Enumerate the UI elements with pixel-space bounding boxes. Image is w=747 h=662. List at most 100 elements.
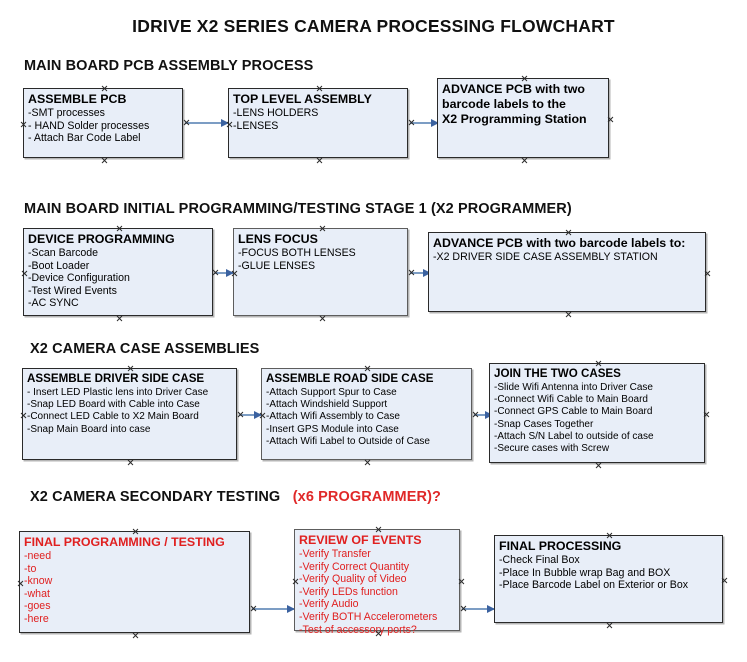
node-header: FINAL PROGRAMMING / TESTING <box>24 535 225 549</box>
node-item: -Verify Quality of Video <box>299 573 407 586</box>
node-item: -Verify LEDs function <box>299 585 398 598</box>
section-heading-main-board-pcb-assembly-process: MAIN BOARD PCB ASSEMBLY PROCESS <box>24 58 313 74</box>
node-lens-focus[interactable]: LENS FOCUS -FOCUS BOTH LENSES -GLUE LENS… <box>233 228 408 316</box>
selection-handle[interactable] <box>565 311 572 318</box>
selection-handle[interactable] <box>607 116 614 123</box>
node-item: -goes <box>24 600 51 613</box>
arrow-head-icon <box>221 118 229 127</box>
node-item: -Attach Windshield Support <box>266 399 388 411</box>
node-top-level-assembly[interactable]: TOP LEVEL ASSEMBLY -LENS HOLDERS -LENSES <box>228 88 408 158</box>
arrow-head-icon <box>423 268 431 277</box>
node-item: -Attach Wifi Assembly to Case <box>266 411 400 423</box>
connector-review-of-events-to-final-processing <box>462 604 495 613</box>
node-final-programming-testing[interactable]: FINAL PROGRAMMING / TESTING -need -to -k… <box>19 531 250 633</box>
selection-handle[interactable] <box>20 412 27 419</box>
node-item-overflow: -Test of accessory ports? <box>299 623 417 636</box>
selection-handle[interactable] <box>127 365 134 372</box>
node-item: -AC SYNC <box>28 297 79 310</box>
selection-handle[interactable] <box>319 315 326 322</box>
section-heading-text: MAIN BOARD PCB ASSEMBLY PROCESS <box>24 58 314 74</box>
selection-handle[interactable] <box>606 622 613 629</box>
node-advance-pcb-driver-side-case[interactable]: ADVANCE PCB with two barcode labels to: … <box>428 232 706 312</box>
selection-handle[interactable] <box>721 577 728 584</box>
node-header: LENS FOCUS <box>238 232 318 246</box>
connector-driver-side-to-road-side <box>239 410 262 419</box>
node-item: -LENS HOLDERS <box>233 107 319 119</box>
section-heading-suffix: (x6 PROGRAMMER)? <box>292 489 441 505</box>
selection-handle[interactable] <box>116 225 123 232</box>
node-item: barcode labels to the <box>442 97 566 111</box>
selection-handle[interactable] <box>21 270 28 277</box>
selection-handle[interactable] <box>364 459 371 466</box>
connector-assemble-pcb-to-top-level-assembly <box>185 118 229 127</box>
node-item: -SMT processes <box>28 107 105 119</box>
section-heading-text: X2 CAMERA CASE ASSEMBLIES <box>30 341 260 357</box>
selection-handle[interactable] <box>606 532 613 539</box>
selection-handle[interactable] <box>316 157 323 164</box>
selection-handle[interactable] <box>101 157 108 164</box>
selection-handle[interactable] <box>458 578 465 585</box>
selection-handle[interactable] <box>127 459 134 466</box>
node-item: -need <box>24 550 52 562</box>
node-header: DEVICE PROGRAMMING <box>28 232 175 246</box>
selection-handle[interactable] <box>101 85 108 92</box>
node-item: -LENSES <box>233 119 279 132</box>
node-item: -Place In Bubble wrap Bag and BOX <box>499 566 671 579</box>
connector-device-programming-to-lens-focus <box>215 268 234 277</box>
node-item: -Insert GPS Module into Case <box>266 423 399 435</box>
selection-handle[interactable] <box>132 528 139 535</box>
node-item: -Snap Main Board into case <box>27 423 151 435</box>
node-device-programming[interactable]: DEVICE PROGRAMMING -Scan Barcode -Boot L… <box>23 228 213 316</box>
node-item: -Verify Transfer <box>299 548 371 560</box>
selection-handle[interactable] <box>316 85 323 92</box>
node-item: -Boot Loader <box>28 259 90 272</box>
node-header: FINAL PROCESSING <box>499 539 622 553</box>
node-header: ASSEMBLE DRIVER SIDE CASE <box>27 372 205 385</box>
node-item: -Attach Support Spur to Case <box>266 387 397 398</box>
selection-handle[interactable] <box>375 526 382 533</box>
selection-handle[interactable] <box>521 75 528 82</box>
node-assemble-pcb[interactable]: ASSEMBLE PCB -SMT processes - HAND Solde… <box>23 88 183 158</box>
node-item: -Secure cases with Screw <box>494 443 610 455</box>
node-item: -Connect GPS Cable to Main Board <box>494 406 653 418</box>
selection-handle[interactable] <box>521 157 528 164</box>
section-heading-text: MAIN BOARD INITIAL PROGRAMMING/TESTING S… <box>24 201 572 217</box>
selection-handle[interactable] <box>595 360 602 367</box>
node-item: X2 Programming Station <box>442 112 587 126</box>
selection-handle[interactable] <box>20 121 27 128</box>
section-heading-main-board-initial-programming-testing-stage-1: MAIN BOARD INITIAL PROGRAMMING/TESTING S… <box>24 201 572 217</box>
node-advance-pcb-programming-station[interactable]: ADVANCE PCB with two barcode labels to t… <box>437 78 609 158</box>
selection-handle[interactable] <box>364 365 371 372</box>
selection-handle[interactable] <box>17 580 24 587</box>
node-header: JOIN THE TWO CASES <box>494 367 621 380</box>
node-join-the-two-cases[interactable]: JOIN THE TWO CASES -Slide Wifi Antenna i… <box>489 363 705 463</box>
node-item: -Attach S/N Label to outside of case <box>494 430 654 442</box>
node-item: -to <box>24 562 37 575</box>
section-heading-text: X2 CAMERA SECONDARY TESTING <box>30 489 281 505</box>
node-header: ADVANCE PCB with two <box>442 82 585 96</box>
selection-handle[interactable] <box>704 270 711 277</box>
node-review-of-events[interactable]: REVIEW OF EVENTS -Verify Transfer -Verif… <box>292 526 460 636</box>
node-assemble-road-side-case[interactable]: ASSEMBLE ROAD SIDE CASE -Attach Support … <box>261 368 472 460</box>
node-item: -Verify Audio <box>299 598 359 611</box>
node-header: ASSEMBLE PCB <box>28 92 127 106</box>
node-item: -what <box>24 587 50 600</box>
node-item: -Snap LED Board with Cable into Case <box>27 399 200 411</box>
node-item: -Device Configuration <box>28 272 130 285</box>
selection-handle[interactable] <box>116 315 123 322</box>
node-item: - Insert LED Plastic lens into Driver Ca… <box>27 387 209 398</box>
arrow-head-icon <box>487 604 495 613</box>
arrow-head-icon <box>226 268 234 277</box>
node-final-processing[interactable]: FINAL PROCESSING -Check Final Box -Place… <box>494 535 723 623</box>
node-item: -Connect Wifi Cable to Main Board <box>494 394 648 406</box>
node-item: -FOCUS BOTH LENSES <box>238 247 356 259</box>
node-header: REVIEW OF EVENTS <box>299 533 422 547</box>
node-item: -Snap Cases Together <box>494 418 594 430</box>
selection-handle[interactable] <box>292 578 299 585</box>
node-assemble-driver-side-case[interactable]: ASSEMBLE DRIVER SIDE CASE - Insert LED P… <box>22 368 237 460</box>
selection-handle[interactable] <box>319 225 326 232</box>
selection-handle[interactable] <box>595 462 602 469</box>
selection-handle[interactable] <box>565 229 572 236</box>
selection-handle[interactable] <box>132 632 139 639</box>
selection-handle[interactable] <box>703 411 710 418</box>
